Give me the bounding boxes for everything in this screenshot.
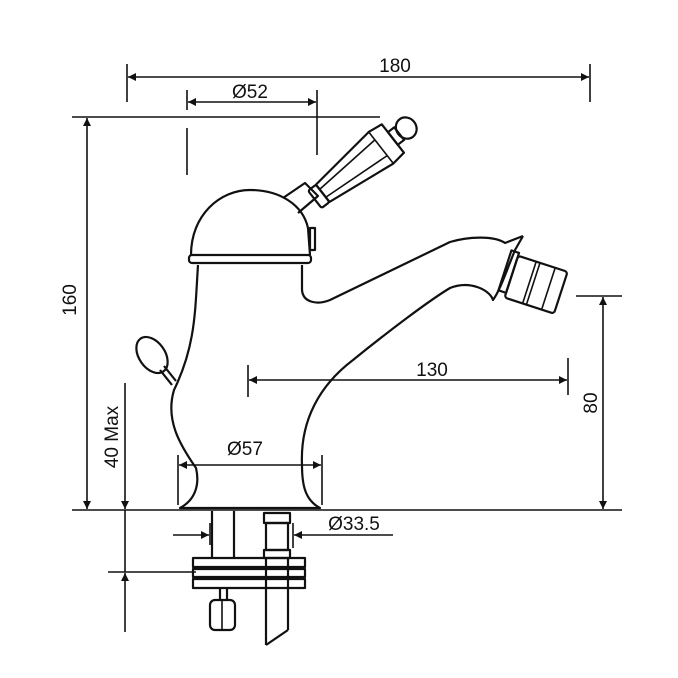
dim-label-80: 80 <box>581 392 602 413</box>
mixer-handle <box>282 116 418 214</box>
mounting-hardware <box>191 511 307 646</box>
dim-label-40-max: 40 Max <box>102 405 123 468</box>
dim-label-33-5: Ø33.5 <box>328 514 380 535</box>
dim-overall-width: 180 <box>126 56 591 102</box>
dim-label-180: 180 <box>379 56 411 77</box>
dim-label-57: Ø57 <box>227 439 263 460</box>
dim-hole-diameter: Ø33.5 <box>173 514 393 548</box>
dim-spout-height: 80 <box>576 295 622 509</box>
dim-label-160: 160 <box>60 284 81 316</box>
dim-label-52: Ø52 <box>232 82 268 103</box>
dim-spout-reach: 130 <box>247 358 569 397</box>
dim-label-130: 130 <box>416 360 448 381</box>
dim-base-diameter: Ø57 <box>177 439 323 505</box>
bidet-nozzle <box>497 249 568 314</box>
faucet-body <box>135 188 568 510</box>
dim-overall-height: 160 <box>60 116 380 509</box>
dim-handle-diameter: Ø52 <box>186 82 318 175</box>
dim-deck-thickness: 40 Max <box>102 383 196 632</box>
